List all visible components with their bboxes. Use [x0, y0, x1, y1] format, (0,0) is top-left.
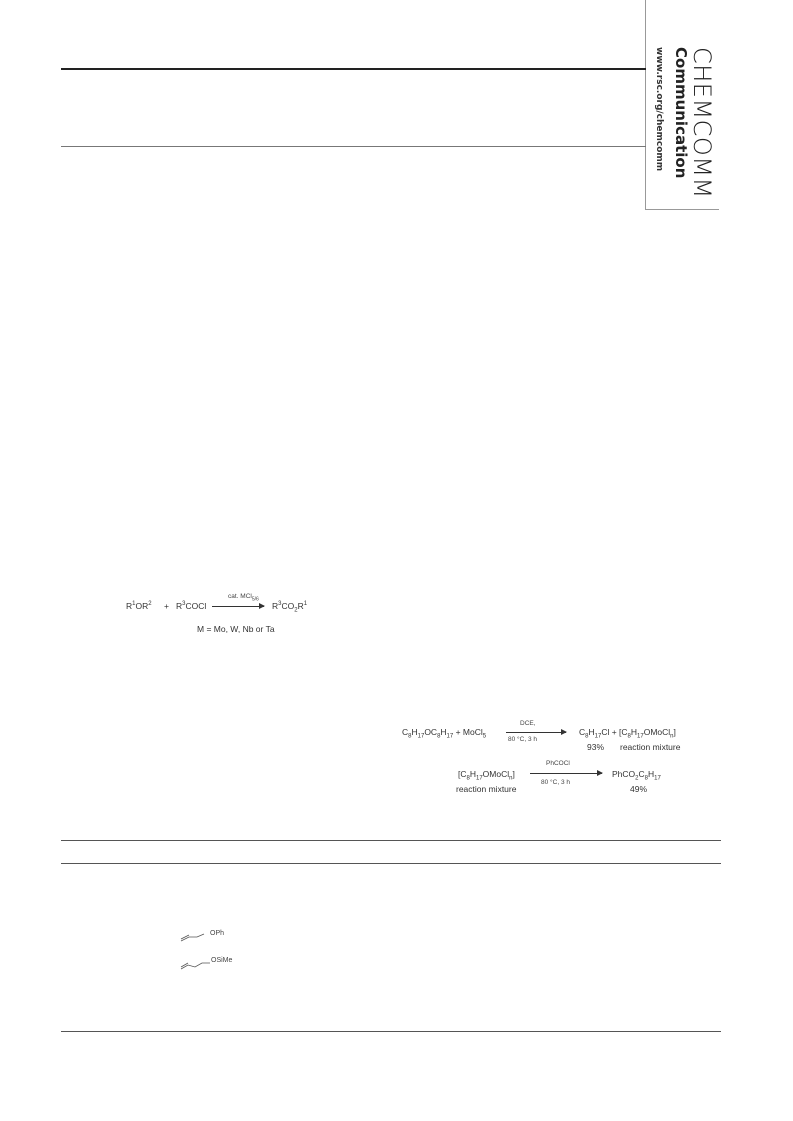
scheme1-reactant2: R3COCl: [176, 601, 207, 611]
scheme2-line1-reactants: C8H17OC8H17 + MoCl5: [402, 727, 487, 740]
scheme1-product: R3CO2R1: [272, 601, 308, 614]
journal-tab: [645, 0, 719, 210]
butenyl-chain-drawing: [180, 962, 210, 970]
scheme2-line1-cond-bottom: 80 °C, 3 h: [508, 736, 537, 743]
table-rule-bottom: [61, 1031, 721, 1032]
structure-butenyl-silyl-ether: [180, 957, 216, 976]
allyl-chain-drawing: [180, 933, 205, 942]
article-type: Communication: [672, 47, 690, 179]
scheme2-line2-arrow: [530, 770, 603, 776]
scheme1-plus: +: [164, 601, 169, 611]
scheme2-line1-yield: 93%: [587, 742, 605, 752]
table-rule-header: [61, 863, 721, 864]
scheme2-line1-products: C8H17Cl + [C8H17OMoCln]: [579, 727, 676, 740]
journal-name: CHEMCOMM: [688, 47, 716, 199]
structure-label-osime: OSiMe: [211, 957, 233, 964]
header-rule-bottom: [61, 146, 646, 147]
scheme1-catalyst: cat. MCl5/6: [228, 593, 259, 603]
scheme2-line2-product: PhCO2C8H17: [612, 769, 661, 782]
scheme2-line2-cond-bottom: 80 °C, 3 h: [541, 779, 570, 786]
scheme2-line1-arrow: [506, 729, 567, 735]
table-rule-top: [61, 840, 721, 841]
scheme1-arrow: [212, 603, 265, 609]
scheme1-reactant1: R1OR2: [126, 601, 152, 611]
scheme2-line2-cond-top: PhCOCl: [546, 760, 570, 767]
structure-allyl-phenyl-ether: [180, 929, 216, 948]
scheme2-line1-cond-top: DCE,: [520, 720, 536, 727]
structure-label-oph: OPh: [210, 930, 225, 937]
scheme2-line2-reactant: [C8H17OMoCln]: [458, 769, 515, 782]
scheme1-metals: M = Mo, W, Nb or Ta: [197, 624, 275, 634]
scheme2-line2-note: reaction mixture: [456, 784, 517, 794]
header-rule-top: [61, 68, 646, 70]
scheme2-line1-note: reaction mixture: [620, 742, 681, 752]
journal-url: www.rsc.org/chemcomm: [654, 47, 664, 172]
scheme2-line2-yield: 49%: [630, 784, 648, 794]
